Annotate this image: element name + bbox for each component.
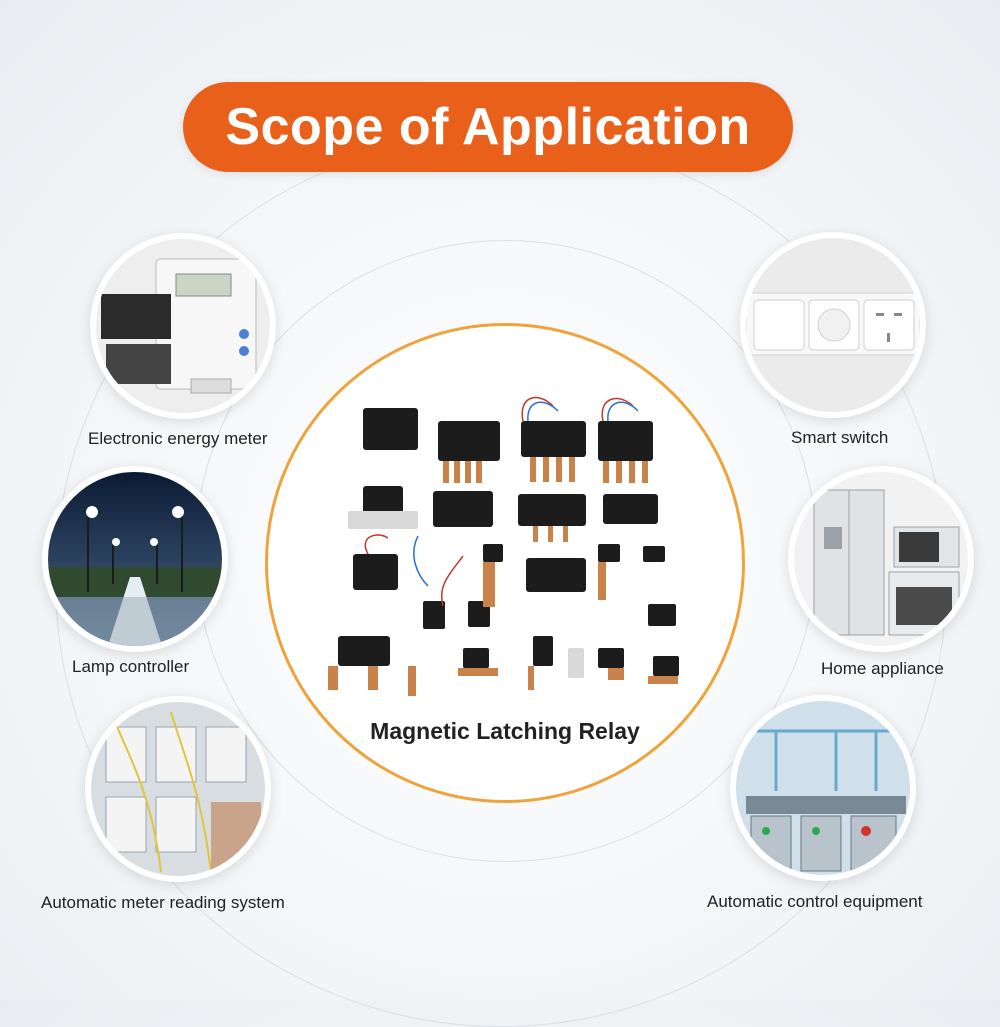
- energy-meter-label: Electronic energy meter: [88, 429, 268, 448]
- relay-products-image: [328, 396, 679, 696]
- title-banner: Scope of Application: [183, 82, 793, 172]
- appliances-photo: [788, 466, 974, 652]
- smart-switch-label: Smart switch: [791, 428, 889, 447]
- relay-products-circle: Magnetic Latching Relay: [265, 323, 745, 803]
- lamp-controller-label: Lamp controller: [72, 657, 190, 676]
- meter-reading-label: Automatic meter reading system: [41, 893, 285, 912]
- relay-label: Magnetic Latching Relay: [370, 718, 640, 744]
- control-equipment-label: Automatic control equipment: [707, 892, 923, 911]
- meter-panel-photo: [85, 696, 271, 882]
- page-title: Scope of Application: [225, 98, 751, 156]
- home-appliance-label: Home appliance: [821, 659, 944, 678]
- street-lamp-photo: [42, 466, 228, 652]
- wall-switch-photo: [740, 232, 926, 418]
- factory-line-photo: [730, 695, 916, 881]
- energy-meter-photo: [90, 233, 276, 419]
